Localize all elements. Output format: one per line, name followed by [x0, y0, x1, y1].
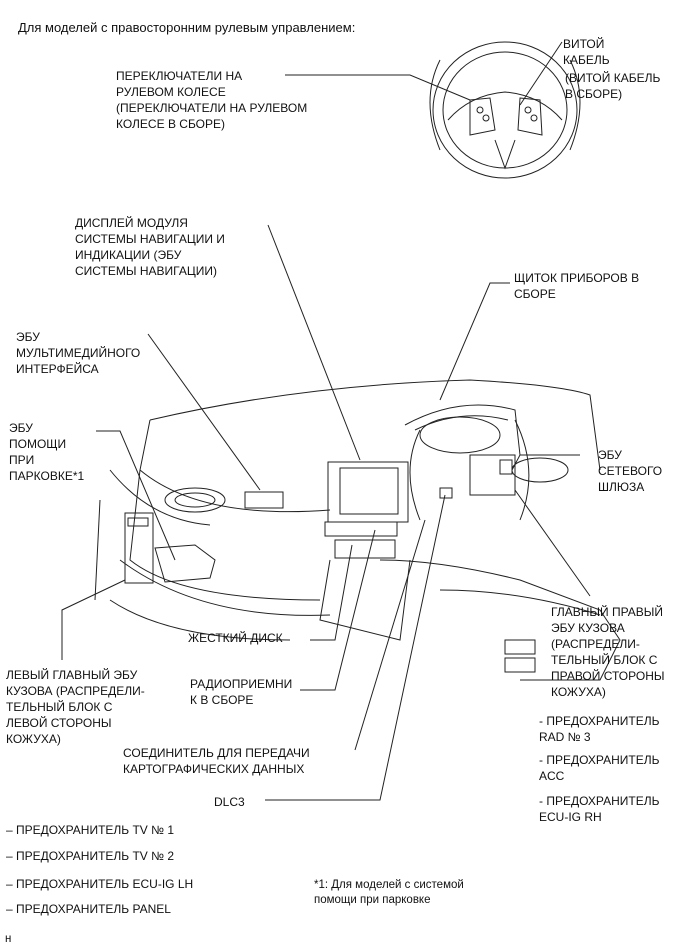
spiral-cable-label: ВИТОЙ КАБЕЛЬ	[563, 37, 610, 67]
leader-main-body-rh	[514, 489, 591, 597]
radio-receiver-label: РАДИОПРИЕМНИ К В СБОРЕ	[190, 677, 293, 707]
page-heading: Для моделей с правосторонним рулевым упр…	[18, 20, 356, 35]
leader-gateway-ecu	[511, 454, 580, 471]
leader-dlc3	[265, 494, 446, 801]
leader-steering-switches	[285, 74, 471, 101]
dlc3-label: DLC3	[214, 795, 245, 809]
main-body-ecu-lh-label: ЛЕВЫЙ ГЛАВНЫЙ ЭБУ КУЗОВА (РАСПРЕДЕЛИ- ТЕ…	[6, 668, 145, 746]
leader-lines	[61, 41, 591, 801]
leader-parking-assist-ecu	[96, 430, 176, 561]
gateway-ecu-label: ЭБУ СЕТЕВОГО ШЛЮЗА	[598, 448, 663, 494]
fuse-ecu-ig-lh-label: – ПРЕДОХРАНИТЕЛЬ ECU-IG LH	[6, 877, 194, 891]
leader-nav-display	[267, 224, 361, 461]
nav-display-label: ДИСПЛЕЙ МОДУЛЯ СИСТЕМЫ НАВИГАЦИИ И ИНДИК…	[75, 216, 225, 278]
steering-switches-label: ПЕРЕКЛЮЧАТЕЛИ НА РУЛЕВОМ КОЛЕСЕ (ПЕРЕКЛЮ…	[116, 69, 308, 131]
fuse-rad3-label: - ПРЕДОХРАНИТЕЛЬ RAD № 3	[539, 714, 660, 744]
dashboard-drawing	[94, 379, 621, 681]
hard-disk-label: ЖЕСТКИЙ ДИСК	[188, 631, 283, 645]
leader-hard-disk	[310, 544, 353, 641]
map-connector-label: СОЕДИНИТЕЛЬ ДЛЯ ПЕРЕДАЧИ КАРТОГРАФИЧЕСКИ…	[123, 746, 310, 776]
steering-wheel-drawing	[429, 41, 581, 179]
fuse-acc-label: - ПРЕДОХРАНИТЕЛЬ ACC	[539, 753, 660, 783]
leader-main-body-lh	[61, 579, 126, 660]
fuse-tv1-label: – ПРЕДОХРАНИТЕЛЬ TV № 1	[6, 823, 175, 837]
spiral-cable-sub-label: (ВИТОЙ КАБЕЛЬ В СБОРЕ)	[565, 71, 661, 101]
fuse-panel-label: – ПРЕДОХРАНИТЕЛЬ PANEL	[6, 902, 171, 916]
footnote: *1: Для моделей с системой помощи при па…	[314, 879, 464, 906]
leader-combination-meter	[439, 282, 510, 401]
main-body-ecu-rh-label: ГЛАВНЫЙ ПРАВЫЙ ЭБУ КУЗОВА (РАСПРЕДЕЛИ- Т…	[551, 605, 665, 699]
parking-assist-ecu-label: ЭБУ ПОМОЩИ ПРИ ПАРКОВКЕ*1	[9, 421, 85, 483]
combination-meter-label: ЩИТОК ПРИБОРОВ В СБОРЕ	[514, 271, 640, 301]
leader-radio	[300, 529, 376, 691]
leader-spiral-cable	[519, 41, 563, 106]
corner-mark: н	[5, 933, 12, 945]
fuse-ecu-ig-rh-label: - ПРЕДОХРАНИТЕЛЬ ECU-IG RH	[539, 794, 660, 824]
leader-multimedia-ecu	[147, 333, 261, 491]
fuse-tv2-label: – ПРЕДОХРАНИТЕЛЬ TV № 2	[6, 849, 175, 863]
leader-map-connector	[354, 519, 426, 751]
multimedia-ecu-label: ЭБУ МУЛЬТИМЕДИЙНОГО ИНТЕРФЕЙСА	[16, 330, 141, 376]
